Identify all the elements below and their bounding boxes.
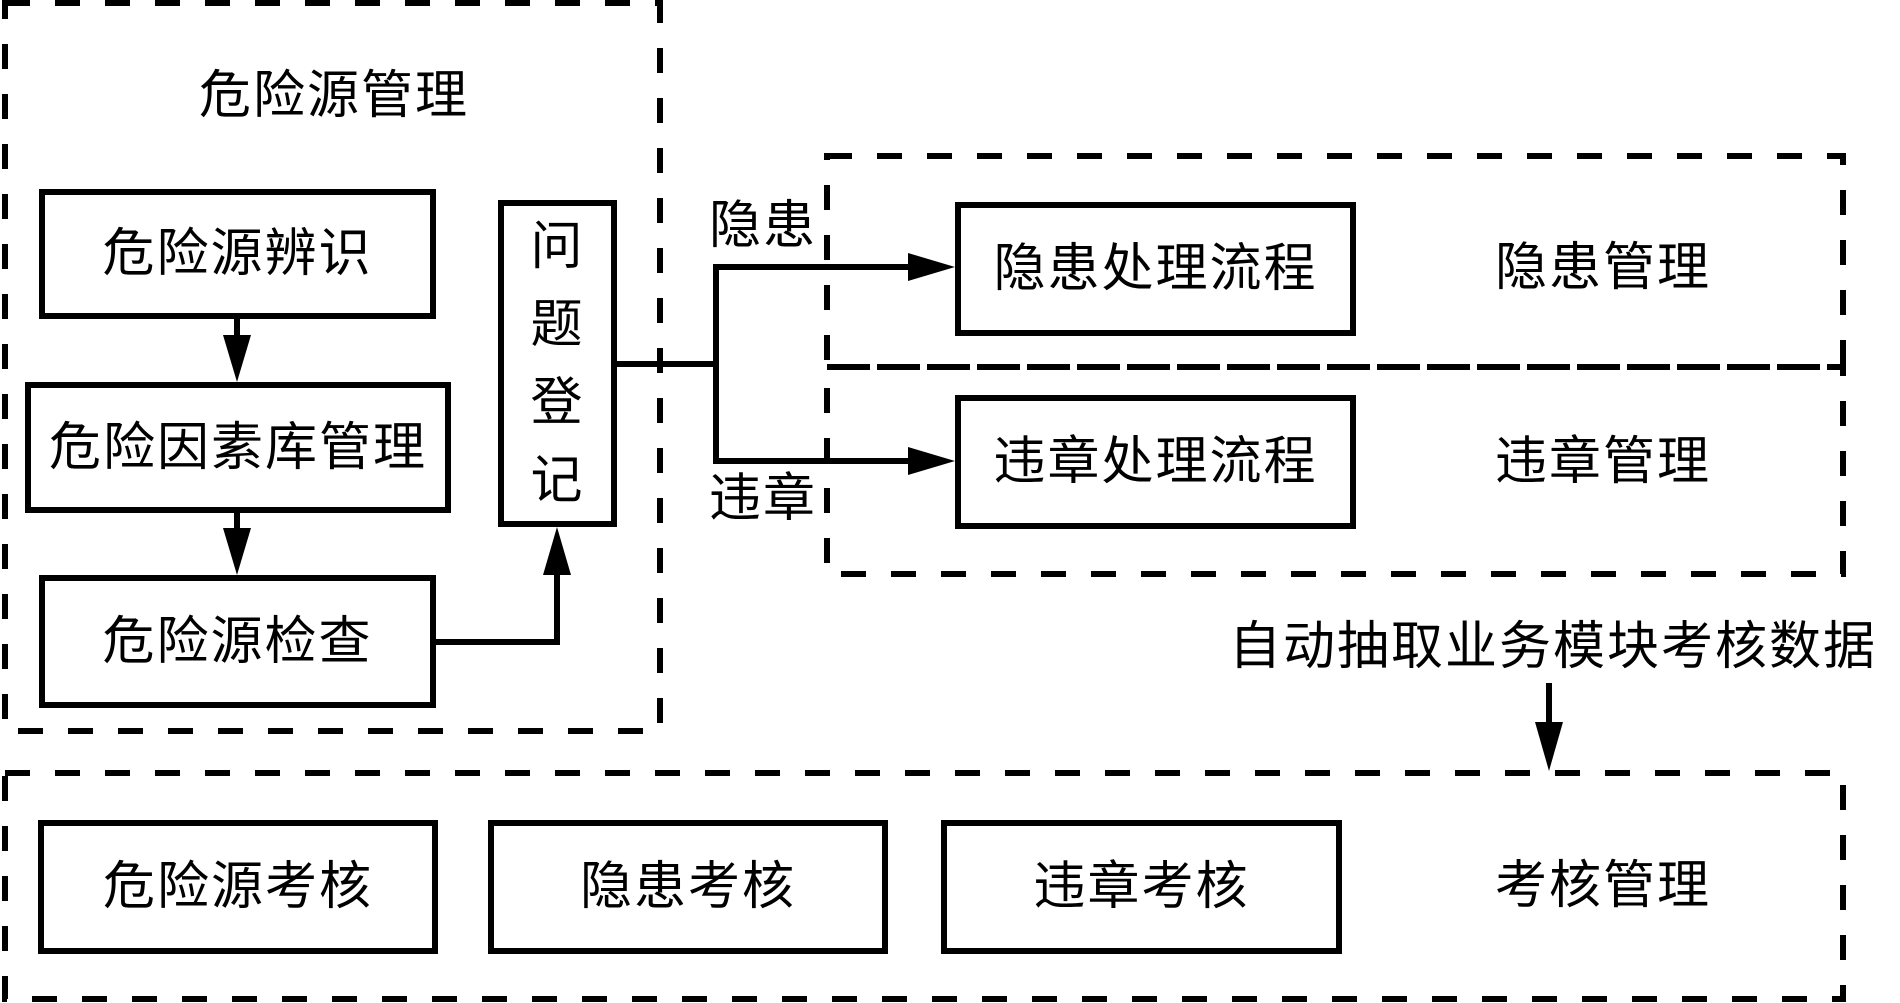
process-violation[interactable]: 违章处理流程 <box>955 395 1356 529</box>
group-title-hazard-source: 危险源管理 <box>198 66 470 126</box>
step-hazard-inspection[interactable]: 危险源检查 <box>39 575 436 708</box>
group-title-violation: 违章管理 <box>1494 432 1712 492</box>
char: 题 <box>530 294 585 355</box>
edge-label-auto-extract: 自动抽取业务模块考核数据 <box>1228 617 1878 677</box>
arrowhead-up-icon <box>543 527 571 575</box>
arrowhead-down-icon <box>223 335 251 382</box>
process-label: 违章处理流程 <box>993 432 1318 492</box>
arrowhead-right-icon <box>908 447 955 475</box>
step-label: 危险因素库管理 <box>48 417 427 478</box>
arrowhead-down-icon <box>1535 722 1563 771</box>
group-title-assessment: 考核管理 <box>1494 856 1712 916</box>
vertical-label: 问 题 登 记 <box>530 208 584 520</box>
assessment-label: 隐患考核 <box>579 857 796 917</box>
step-risk-factor-library[interactable]: 危险因素库管理 <box>25 382 451 513</box>
assessment-label: 危险源考核 <box>102 857 373 917</box>
char: 问 <box>530 216 585 277</box>
char: 登 <box>530 372 585 433</box>
char: 记 <box>530 450 585 511</box>
assessment-hidden-danger[interactable]: 隐患考核 <box>488 820 888 954</box>
assessment-hazard-source[interactable]: 危险源考核 <box>38 820 438 954</box>
process-hidden-danger[interactable]: 隐患处理流程 <box>955 202 1356 336</box>
step-label: 危险源辨识 <box>102 224 373 284</box>
edge-label-violation: 违章 <box>708 469 818 529</box>
connector-inspection-to-register <box>435 570 560 645</box>
arrowhead-right-icon <box>908 253 955 281</box>
group-hidden-danger-boundary <box>824 153 1846 370</box>
step-hazard-identification[interactable]: 危险源辨识 <box>39 189 436 319</box>
arrowhead-down-icon <box>223 528 251 575</box>
assessment-violation[interactable]: 违章考核 <box>941 820 1342 954</box>
group-assessment-boundary <box>2 770 1846 1002</box>
assessment-label: 违章考核 <box>1033 857 1250 917</box>
edge-label-hidden-danger: 隐患 <box>708 196 818 256</box>
process-label: 隐患处理流程 <box>993 239 1318 299</box>
group-violation-boundary <box>824 364 1846 577</box>
step-label: 危险源检查 <box>102 611 373 672</box>
step-problem-register[interactable]: 问 题 登 记 <box>498 200 617 527</box>
group-title-hidden-danger: 隐患管理 <box>1494 238 1712 298</box>
